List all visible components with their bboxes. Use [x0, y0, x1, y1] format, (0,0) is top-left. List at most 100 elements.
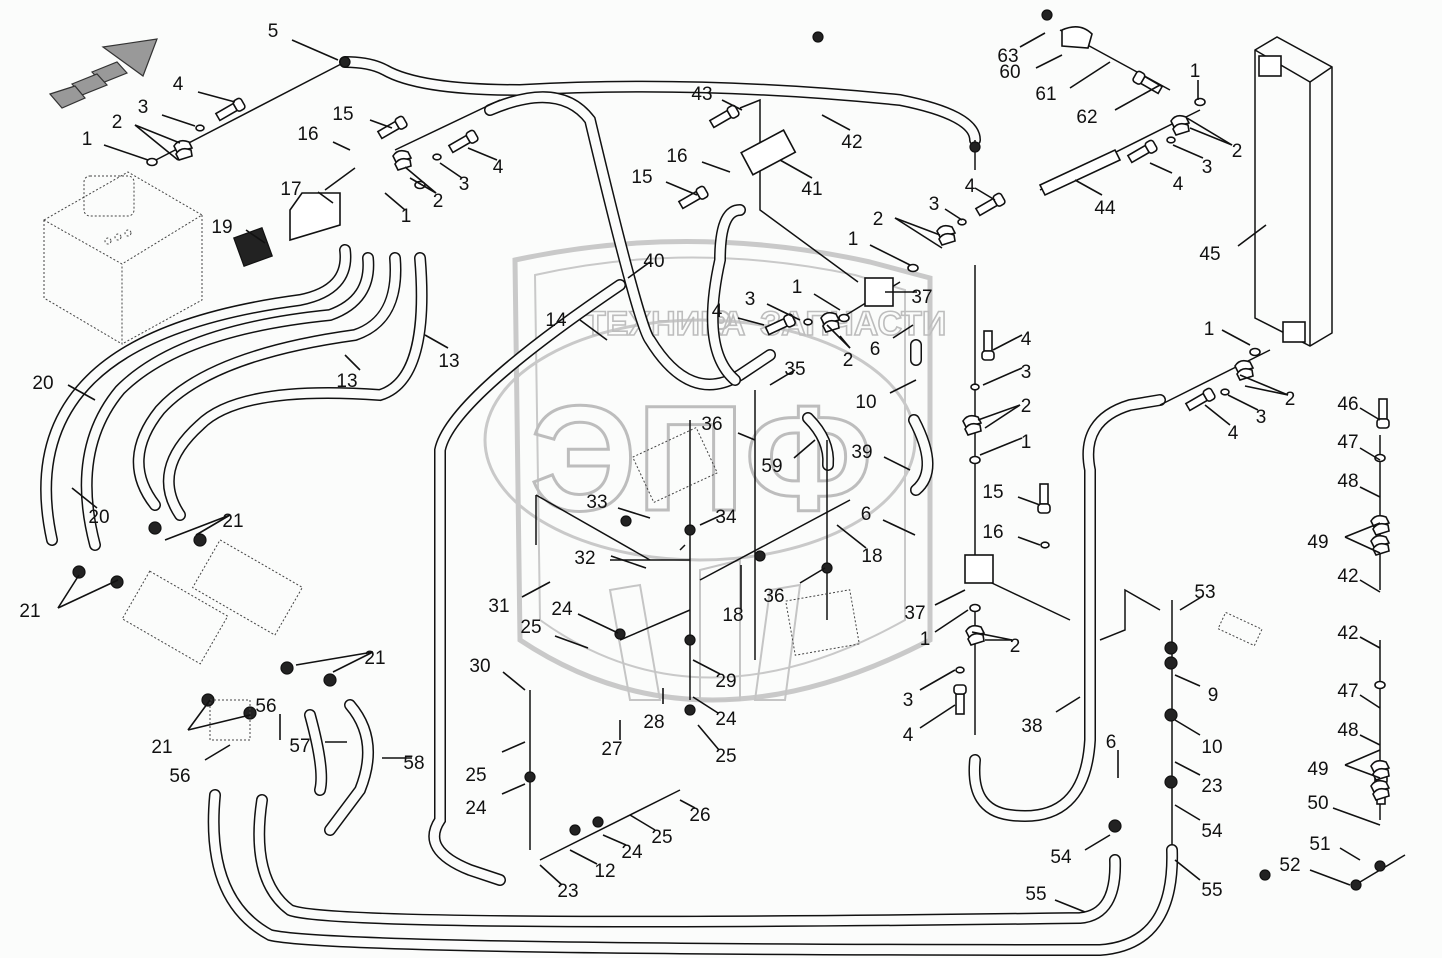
callout-label: 3: [745, 289, 756, 310]
o-ring: [1249, 347, 1261, 357]
callout-2: 2: [977, 396, 1031, 429]
bolt: [677, 185, 709, 210]
leader-line: [1344, 749, 1381, 766]
callout-10: 10: [855, 379, 917, 413]
bolt: [974, 192, 1006, 217]
callout-label: 6: [1106, 732, 1117, 753]
o-ring: [969, 455, 981, 465]
callout-57: 57: [289, 736, 347, 757]
callout-label: 26: [689, 805, 710, 826]
callout-3: 3: [1227, 394, 1266, 428]
o-ring: [432, 153, 442, 161]
callout-16: 16: [297, 124, 351, 151]
leader-line: [1019, 32, 1046, 48]
leader-line: [1359, 579, 1381, 593]
callout-label: 20: [32, 373, 53, 394]
callout-43: 43: [691, 84, 743, 111]
leader-line: [57, 579, 119, 609]
callout-1: 1: [848, 229, 911, 266]
callout-label: 20: [88, 507, 109, 528]
nut: [193, 533, 207, 547]
nut: [1259, 869, 1271, 881]
callout-29: 29: [692, 659, 737, 692]
o-ring: [1374, 680, 1386, 690]
callout-5: 5: [268, 21, 339, 61]
leader-line: [409, 177, 437, 194]
callout-21: 21: [151, 699, 251, 758]
leader-line: [1359, 447, 1381, 461]
nut: [754, 550, 766, 562]
callout-label: 48: [1337, 720, 1358, 741]
leader-line: [204, 744, 231, 761]
callout-3: 3: [1172, 144, 1212, 178]
leader-line: [1174, 674, 1201, 687]
bolt: [1037, 483, 1051, 514]
nut: [821, 562, 833, 574]
nut: [323, 673, 337, 687]
callout-47: 47: [1337, 681, 1381, 709]
nut: [72, 565, 86, 579]
callout-label: 2: [1285, 389, 1296, 410]
callout-label: 24: [551, 599, 573, 620]
leader-line: [894, 217, 943, 249]
o-ring: [146, 157, 158, 167]
callout-label: 34: [715, 507, 737, 528]
callout-50: 50: [1307, 793, 1381, 826]
leader-line: [195, 514, 231, 536]
callout-label: 40: [643, 251, 664, 272]
callout-label: 60: [999, 62, 1020, 83]
callout-label: 4: [493, 157, 504, 178]
leader-line: [1227, 394, 1259, 411]
o-ring: [1374, 453, 1386, 463]
leader-line: [404, 166, 437, 194]
leader-line: [894, 217, 941, 236]
callout-2: 2: [826, 324, 853, 371]
o-ring: [969, 603, 981, 613]
callout-54: 54: [1050, 834, 1111, 868]
leader-line: [813, 293, 841, 311]
nut: [280, 661, 294, 675]
callout-4: 4: [173, 74, 236, 103]
hose-9: [253, 794, 1122, 928]
nut: [614, 628, 626, 640]
o-ring: [970, 383, 980, 391]
leader-line: [944, 208, 963, 221]
callout-21: 21: [164, 511, 244, 541]
leader-line: [737, 317, 765, 326]
callout-17: 17: [280, 179, 334, 204]
callout-label: 53: [1194, 582, 1215, 603]
watermark-logo: ЭПФ: [530, 374, 873, 542]
o-ring: [838, 313, 850, 323]
callout-26: 26: [679, 799, 711, 826]
watermark-chevrons: [608, 558, 802, 701]
nut: [1164, 641, 1178, 655]
callout-label: 49: [1307, 759, 1328, 780]
callout-23: 23: [1174, 761, 1223, 797]
callout-1: 1: [1190, 61, 1200, 100]
leader-line: [1084, 834, 1111, 851]
callout-54: 54: [1174, 804, 1223, 842]
callout-label: 37: [911, 287, 932, 308]
leader-line: [1237, 224, 1267, 247]
callout-label: 42: [841, 132, 862, 153]
callout-4: 4: [712, 301, 765, 326]
callout-label: 29: [715, 671, 736, 692]
nut: [812, 31, 824, 43]
leader-line: [821, 114, 851, 131]
callout-label: 25: [520, 617, 541, 638]
callout-25: 25: [465, 741, 526, 786]
leader-line: [769, 369, 796, 386]
callout-45: 45: [1199, 224, 1267, 265]
callout-2: 2: [971, 631, 1020, 657]
leader-line: [883, 456, 911, 471]
leader-line: [1344, 536, 1381, 554]
leader-line: [697, 724, 720, 751]
callout-62: 62: [1076, 84, 1161, 128]
leader-line: [977, 404, 1021, 421]
callout-2: 2: [112, 112, 181, 161]
leader-line: [979, 437, 1023, 456]
callout-label: 47: [1337, 681, 1358, 702]
o-ring: [1040, 541, 1050, 549]
leader-line: [521, 581, 551, 598]
pump-motor-4: [209, 699, 251, 741]
